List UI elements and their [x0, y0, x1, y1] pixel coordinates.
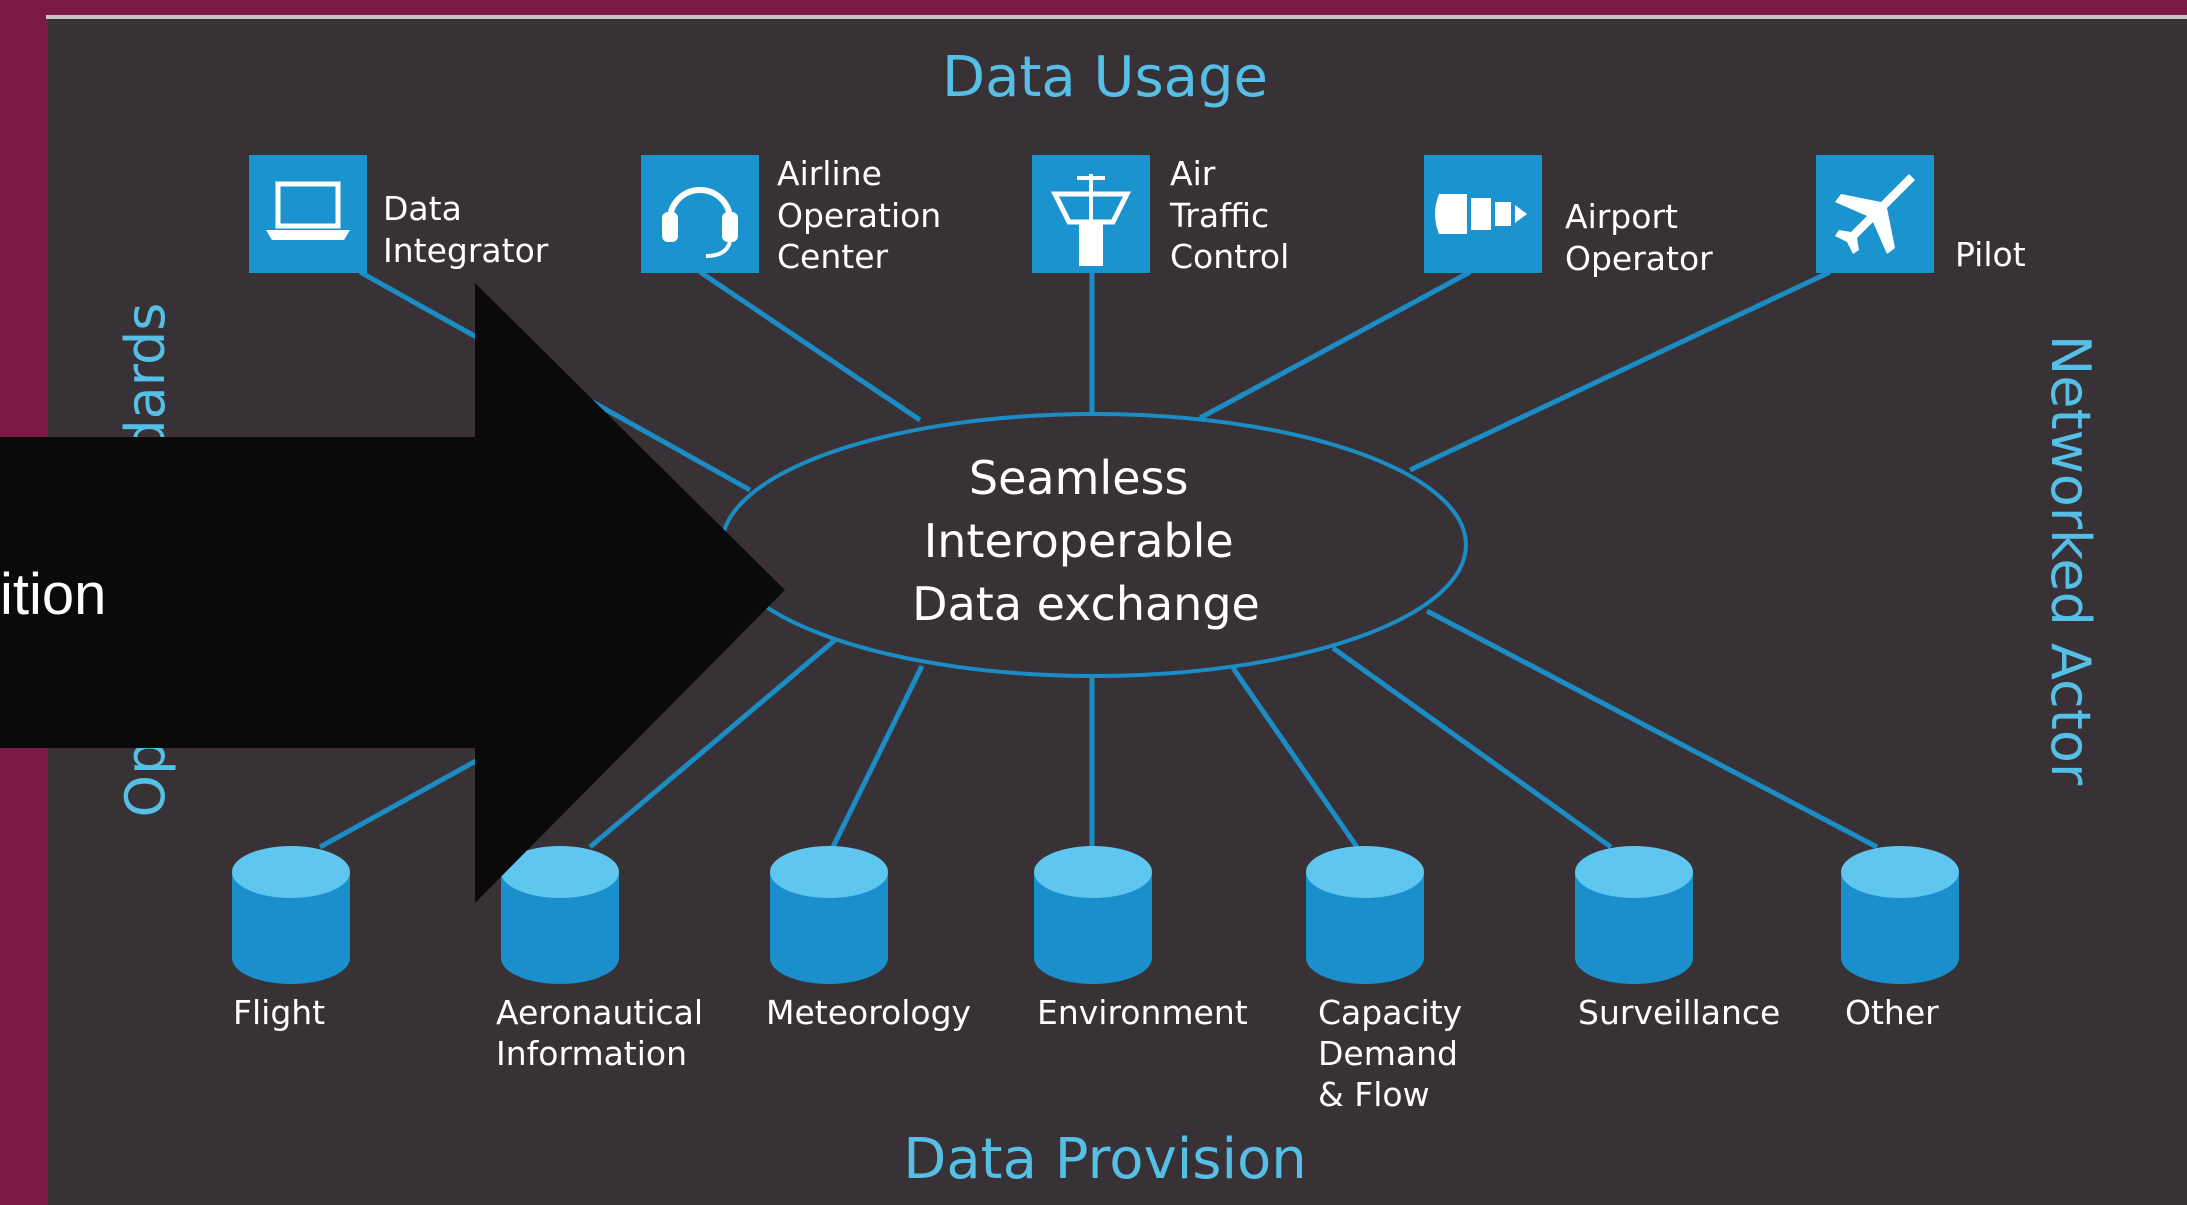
actor-label: Operator	[1565, 239, 1713, 278]
actor-label: Airport	[1565, 197, 1678, 236]
airplane-icon	[1835, 174, 1915, 254]
overlay-arrow-text: ition	[0, 562, 106, 627]
database-icon	[1841, 846, 1959, 984]
connector-line-provider	[588, 638, 837, 849]
provider-node: Flight	[232, 846, 350, 1032]
provider-label: Demand	[1318, 1034, 1458, 1073]
provider-label: Surveillance	[1578, 993, 1780, 1032]
actor-label: Traffic	[1169, 196, 1269, 235]
actor-label: Center	[777, 237, 889, 276]
provider-label: Capacity	[1318, 993, 1462, 1032]
connector-line-provider	[1230, 666, 1360, 849]
actor-icon-box	[641, 155, 759, 273]
database-icon	[232, 846, 350, 984]
connector-line-actor	[1198, 269, 1472, 421]
actor-label: Operation	[777, 196, 941, 235]
connector-line-actor	[1408, 269, 1832, 473]
connector-line-provider	[1331, 645, 1613, 850]
connector-line-provider	[1425, 608, 1879, 850]
panel-top-border	[46, 15, 2187, 19]
provider-label: Other	[1845, 993, 1939, 1032]
actor-node: Pilot	[1816, 155, 2026, 274]
actor-label: Integrator	[383, 231, 549, 270]
laptop-icon	[266, 181, 350, 240]
control-tower-icon	[1050, 174, 1132, 266]
provider-node: Surveillance	[1575, 846, 1780, 1032]
database-icon	[1306, 846, 1424, 984]
actor-label: Data	[383, 189, 462, 228]
actor-label: Control	[1170, 237, 1289, 276]
connector-line-actor	[698, 269, 922, 423]
top-heading: Data Usage	[942, 45, 1268, 110]
provider-label: Environment	[1037, 993, 1248, 1032]
connector-lines	[318, 269, 1879, 850]
actor-label: Air	[1170, 154, 1216, 193]
database-icon	[1034, 846, 1152, 984]
provider-node: Environment	[1034, 846, 1248, 1032]
provider-node: Meteorology	[766, 846, 971, 1032]
provider-label: Flight	[233, 993, 325, 1032]
terminal-building-icon	[1435, 194, 1527, 234]
database-icon	[501, 846, 619, 984]
actor-icon-box	[249, 155, 367, 273]
center-hub-text: Seamless Interoperable Data exchange	[912, 451, 1260, 631]
right-side-label: Networked Actor	[2039, 335, 2102, 786]
provider-label: Meteorology	[766, 993, 971, 1032]
provider-node: Other	[1841, 846, 1959, 1032]
headset-icon	[662, 187, 738, 258]
actor-label: Pilot	[1955, 235, 2026, 274]
database-icon	[770, 846, 888, 984]
overlay-arrow	[0, 283, 785, 903]
bottom-heading: Data Provision	[903, 1127, 1307, 1192]
provider-label: Aeronautical	[496, 993, 703, 1032]
provider-label: & Flow	[1318, 1075, 1430, 1114]
database-icon	[1575, 846, 1693, 984]
provider-label: Information	[496, 1034, 687, 1073]
connector-line-provider	[830, 664, 925, 849]
actor-label: Airline	[777, 154, 882, 193]
